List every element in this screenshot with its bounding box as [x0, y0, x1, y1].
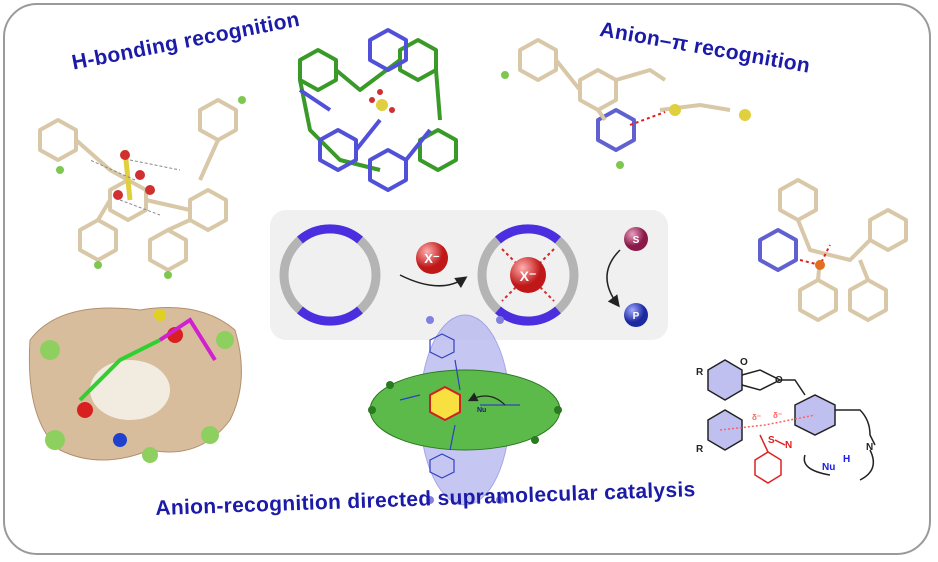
oxygen-label: O — [740, 357, 748, 368]
sulfur-label: S — [768, 435, 775, 446]
substrate-sphere — [624, 227, 648, 251]
hydrogen-label: H — [843, 454, 850, 465]
anion-sphere — [416, 242, 448, 274]
surface-model — [28, 307, 242, 463]
catalyst-structure-diagram — [707, 359, 876, 484]
product-label: P — [633, 311, 640, 322]
catalysis-model — [368, 314, 562, 506]
binding-arrow — [399, 274, 468, 289]
frame-border — [3, 3, 931, 555]
bound-macrocycle — [477, 224, 579, 326]
bound-anion-sphere — [510, 257, 546, 293]
substrate-label: S — [633, 235, 640, 246]
free-macrocycle — [279, 224, 381, 326]
model-nucleophile-label: Nu — [477, 407, 486, 414]
delta-label: δ⁻ — [773, 411, 782, 420]
catalysis-arrow — [606, 249, 621, 308]
anion-label: X⁻ — [424, 251, 440, 266]
delta-label: δ⁻ — [752, 413, 761, 422]
right-crystal-structure — [758, 178, 908, 322]
product-sphere — [624, 303, 648, 327]
bound-anion-label: X⁻ — [520, 268, 537, 284]
hbonding-crystal-structure — [38, 96, 246, 279]
anion-pi-crystal-structure — [501, 38, 751, 169]
cage-crystal-structure — [298, 28, 458, 192]
nucleophile-label: Nu — [822, 462, 835, 473]
oxygen-label: O — [775, 375, 783, 386]
amine-nitrogen-label: N — [866, 442, 873, 453]
r-group-label-bottom: R — [696, 444, 704, 455]
nitrogen-label: N — [785, 440, 792, 451]
recognition-scheme — [270, 210, 668, 340]
r-group-label-top: R — [696, 367, 704, 378]
